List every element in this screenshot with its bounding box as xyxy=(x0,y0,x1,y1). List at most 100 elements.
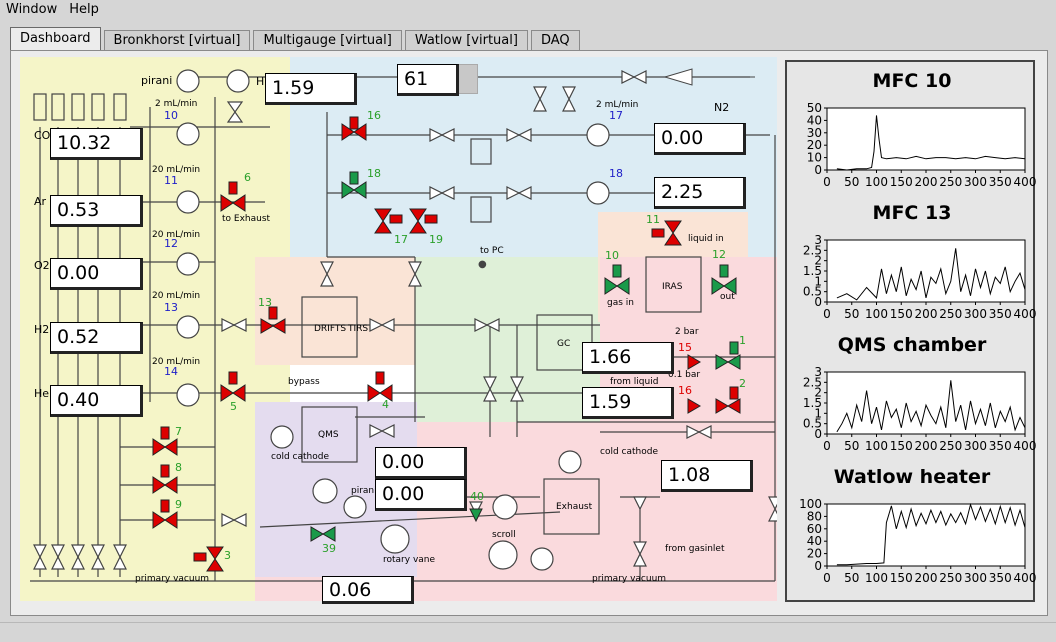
label-flow-mfc13: 20 mL/min xyxy=(152,291,201,301)
series-line xyxy=(836,380,1026,433)
label-qms: QMS xyxy=(318,430,339,440)
x-tick-label: 100 xyxy=(865,571,888,585)
x-tick-label: 0 xyxy=(823,307,831,321)
x-tick-label: 50 xyxy=(844,571,859,585)
mfc17-icon xyxy=(586,123,610,147)
label-he: He xyxy=(34,387,50,400)
x-tick-label: 100 xyxy=(865,439,888,453)
valve-number-39: 39 xyxy=(322,542,336,555)
mfc-number-17: 17 xyxy=(609,109,623,122)
x-tick-label: 150 xyxy=(890,439,913,453)
mfc-number-11: 11 xyxy=(164,174,178,187)
label-iras: IRAS xyxy=(662,282,683,292)
valve-16 xyxy=(341,116,367,141)
readout-mfc17: 0.00 xyxy=(654,123,746,155)
zone-gc xyxy=(415,257,600,422)
chart-title: Watlow heater xyxy=(833,466,991,488)
chart-title: QMS chamber xyxy=(837,334,987,356)
x-tick-label: 350 xyxy=(989,571,1012,585)
readout-gc-upper: 1.66 xyxy=(582,342,674,374)
label-drifts: DRIFTS xyxy=(314,324,347,334)
label-to-exhaust: to Exhaust xyxy=(222,214,271,224)
tab-watlow[interactable]: Watlow [virtual] xyxy=(404,30,528,50)
y-tick-label: 40 xyxy=(807,534,822,548)
y-tick-label: 2.5 xyxy=(803,243,822,257)
menu-window[interactable]: Window xyxy=(6,1,58,17)
y-tick-label: 0 xyxy=(814,427,822,441)
valve-number-2: 2 xyxy=(739,377,746,390)
y-tick-label: 0 xyxy=(814,559,822,573)
valve-15 xyxy=(687,354,701,370)
x-tick-label: 150 xyxy=(890,175,913,189)
label-01-bar: 0.1 bar xyxy=(668,370,701,380)
label-n2: N2 xyxy=(714,101,730,114)
readout-top-gauge: 61 xyxy=(397,64,459,96)
label-scroll: scroll xyxy=(492,530,516,540)
x-tick-label: 400 xyxy=(1014,439,1037,453)
x-tick-label: 400 xyxy=(1014,307,1037,321)
x-tick-label: 300 xyxy=(964,439,987,453)
tab-daq[interactable]: DAQ xyxy=(530,30,580,50)
label-primary-vacuum-2: primary vacuum xyxy=(592,574,667,584)
label-gas-in: gas in xyxy=(607,298,634,308)
menu-help[interactable]: Help xyxy=(69,1,99,17)
x-tick-label: 200 xyxy=(915,439,938,453)
x-tick-label: 300 xyxy=(964,307,987,321)
readout-co: 10.32 xyxy=(50,128,143,160)
y-tick-label: 20 xyxy=(807,138,822,152)
label-o2: O2 xyxy=(34,259,50,272)
tab-bar: Dashboard Bronkhorst [virtual] Multigaug… xyxy=(10,27,583,50)
x-tick-label: 50 xyxy=(844,439,859,453)
status-bar xyxy=(0,622,1056,642)
valve-9 xyxy=(152,499,178,529)
x-tick-label: 0 xyxy=(823,571,831,585)
x-tick-label: 100 xyxy=(865,307,888,321)
valve-number-6: 6 xyxy=(244,171,251,184)
y-tick-label: 50 xyxy=(807,101,822,115)
x-tick-label: 50 xyxy=(844,307,859,321)
gas-bottles xyxy=(33,93,127,121)
valve-number-4: 4 xyxy=(382,398,389,411)
tab-multigauge[interactable]: Multigauge [virtual] xyxy=(253,30,402,50)
valve-2 xyxy=(715,386,741,414)
pirani-gauge-icon xyxy=(176,69,200,93)
label-primary-vacuum: primary vacuum xyxy=(135,574,210,584)
x-tick-label: 150 xyxy=(890,571,913,585)
mfc13-icon xyxy=(176,315,200,339)
y-tick-label: 2 xyxy=(814,386,822,400)
y-tick-label: 0.5 xyxy=(803,417,822,431)
y-tick-label: 2.5 xyxy=(803,375,822,389)
label-to-pc: to PC xyxy=(480,246,504,256)
valve-number-17: 17 xyxy=(394,233,408,246)
valve-10 xyxy=(604,264,630,295)
readout-gc-lower: 1.59 xyxy=(582,387,674,419)
valve-7 xyxy=(152,426,178,456)
scroll-pump-icon xyxy=(488,540,518,570)
x-tick-label: 50 xyxy=(844,175,859,189)
label-h2: H2 xyxy=(34,323,50,336)
valve-number-19: 19 xyxy=(429,233,443,246)
y-tick-label: 1 xyxy=(814,406,822,420)
readout-qms-upper: 0.00 xyxy=(375,447,467,479)
tab-bronkhorst[interactable]: Bronkhorst [virtual] xyxy=(103,30,251,50)
x-tick-label: 350 xyxy=(989,307,1012,321)
valve-number-13: 13 xyxy=(258,296,272,309)
tab-dashboard[interactable]: Dashboard xyxy=(10,27,101,50)
x-tick-label: 400 xyxy=(1014,571,1037,585)
exhaust-box xyxy=(543,478,600,535)
x-tick-label: 250 xyxy=(939,175,962,189)
readout-qms-lower: 0.00 xyxy=(375,479,467,511)
valve-number-12: 12 xyxy=(712,248,726,261)
label-rotary-vane: rotary vane xyxy=(383,555,436,565)
mfc-number-18: 18 xyxy=(609,167,623,180)
readout-ar: 0.53 xyxy=(50,195,143,227)
iras-box xyxy=(645,256,702,313)
valve-39 xyxy=(310,526,336,542)
label-flow-mfc12: 20 mL/min xyxy=(152,230,201,240)
readout-primary-vacuum: 0.06 xyxy=(322,576,414,604)
plot-area xyxy=(826,503,1026,567)
